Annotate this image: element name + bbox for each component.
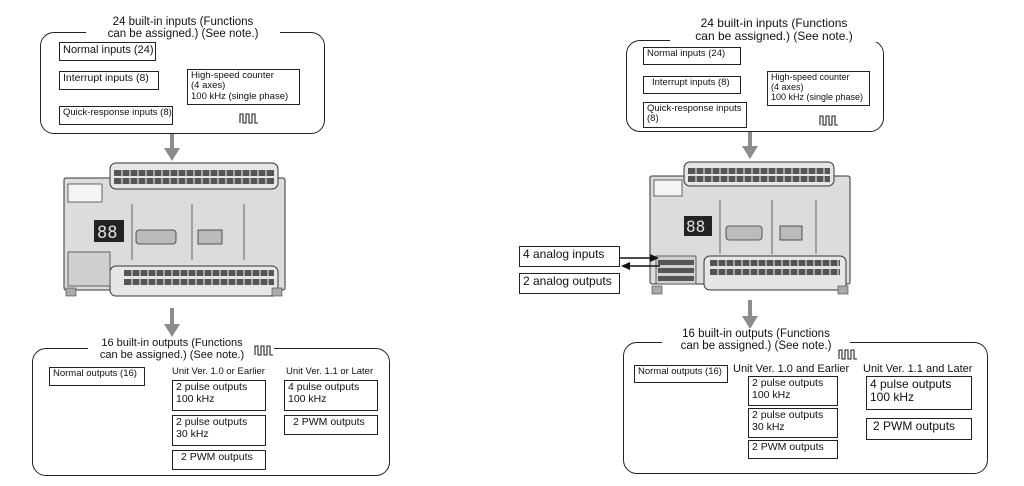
left-early-pulse100-box: 2 pulse outputs 100 kHz — [172, 380, 266, 411]
down-arrow-icon — [742, 300, 758, 329]
right-early-pulse100-box: 2 pulse outputs 100 kHz — [748, 376, 838, 406]
right-normal-inputs-box: Normal inputs (24) — [643, 47, 741, 65]
right-early-pulse30-box: 2 pulse outputs 30 kHz — [748, 408, 838, 438]
analog-output-arrow-icon — [621, 262, 660, 270]
pulse-train-icon — [838, 348, 858, 360]
svg-text:88: 88 — [97, 223, 117, 243]
right-normal-outputs-box: Normal outputs (16) — [634, 365, 728, 383]
left-normal-inputs-box: Normal inputs (24) — [59, 42, 156, 61]
plc-unit-image: 88 — [649, 161, 851, 295]
left-quick-response-box: Quick-response inputs (8) — [59, 106, 173, 125]
left-ver-later-label: Unit Ver. 1.1 or Later — [286, 366, 374, 377]
pulse-train-icon — [819, 115, 838, 126]
right-early-pwm-box: 2 PWM outputs — [748, 440, 838, 459]
right-ver-later-label: Unit Ver. 1.1 and Later — [863, 363, 973, 375]
down-arrow-icon — [742, 132, 758, 159]
right-later-pwm-box: 2 PWM outputs — [866, 418, 972, 440]
right-inputs-title: 24 built-in inputs (Functions can be ass… — [670, 17, 878, 43]
left-ver-early-label: Unit Ver. 1.0 or Earlier — [172, 366, 265, 377]
pulse-train-icon — [254, 344, 274, 356]
left-interrupt-inputs-box: Interrupt inputs (8) — [59, 71, 159, 90]
left-early-pulse30-box: 2 pulse outputs 30 kHz — [172, 415, 266, 446]
analog-input-arrow-icon — [620, 254, 659, 262]
right-outputs-title: 16 built-in outputs (Functions can be as… — [662, 328, 850, 353]
right-high-speed-counter-box: High-speed counter (4 axes) 100 kHz (sin… — [767, 71, 870, 106]
left-normal-outputs-box: Normal outputs (16) — [49, 367, 145, 386]
right-later-pulse-box: 4 pulse outputs 100 kHz — [866, 376, 972, 410]
left-outputs-title: 16 built-in outputs (Functions can be as… — [88, 337, 256, 362]
right-analog-inputs-box: 4 analog inputs — [519, 246, 620, 267]
down-arrow-icon — [164, 308, 180, 337]
right-analog-outputs-box: 2 analog outputs — [519, 273, 620, 294]
left-early-pwm-box: 2 PWM outputs — [172, 450, 266, 470]
left-high-speed-counter-box: High-speed counter (4 axes) 100 kHz (sin… — [187, 69, 300, 105]
right-quick-response-box: Quick-response inputs (8) — [643, 102, 747, 128]
right-ver-early-label: Unit Ver. 1.0 and Earlier — [733, 363, 850, 375]
svg-text:88: 88 — [686, 217, 705, 236]
left-later-pulse-box: 4 pulse outputs 100 kHz — [284, 380, 378, 411]
left-inputs-title: 24 built-in inputs (Functions can be ass… — [86, 16, 280, 41]
plc-unit-image: 88 — [63, 162, 286, 297]
right-interrupt-inputs-box: Interrupt inputs (8) — [643, 76, 741, 94]
down-arrow-icon — [164, 134, 180, 161]
left-later-pwm-box: 2 PWM outputs — [284, 415, 378, 435]
pulse-train-icon — [239, 113, 258, 124]
